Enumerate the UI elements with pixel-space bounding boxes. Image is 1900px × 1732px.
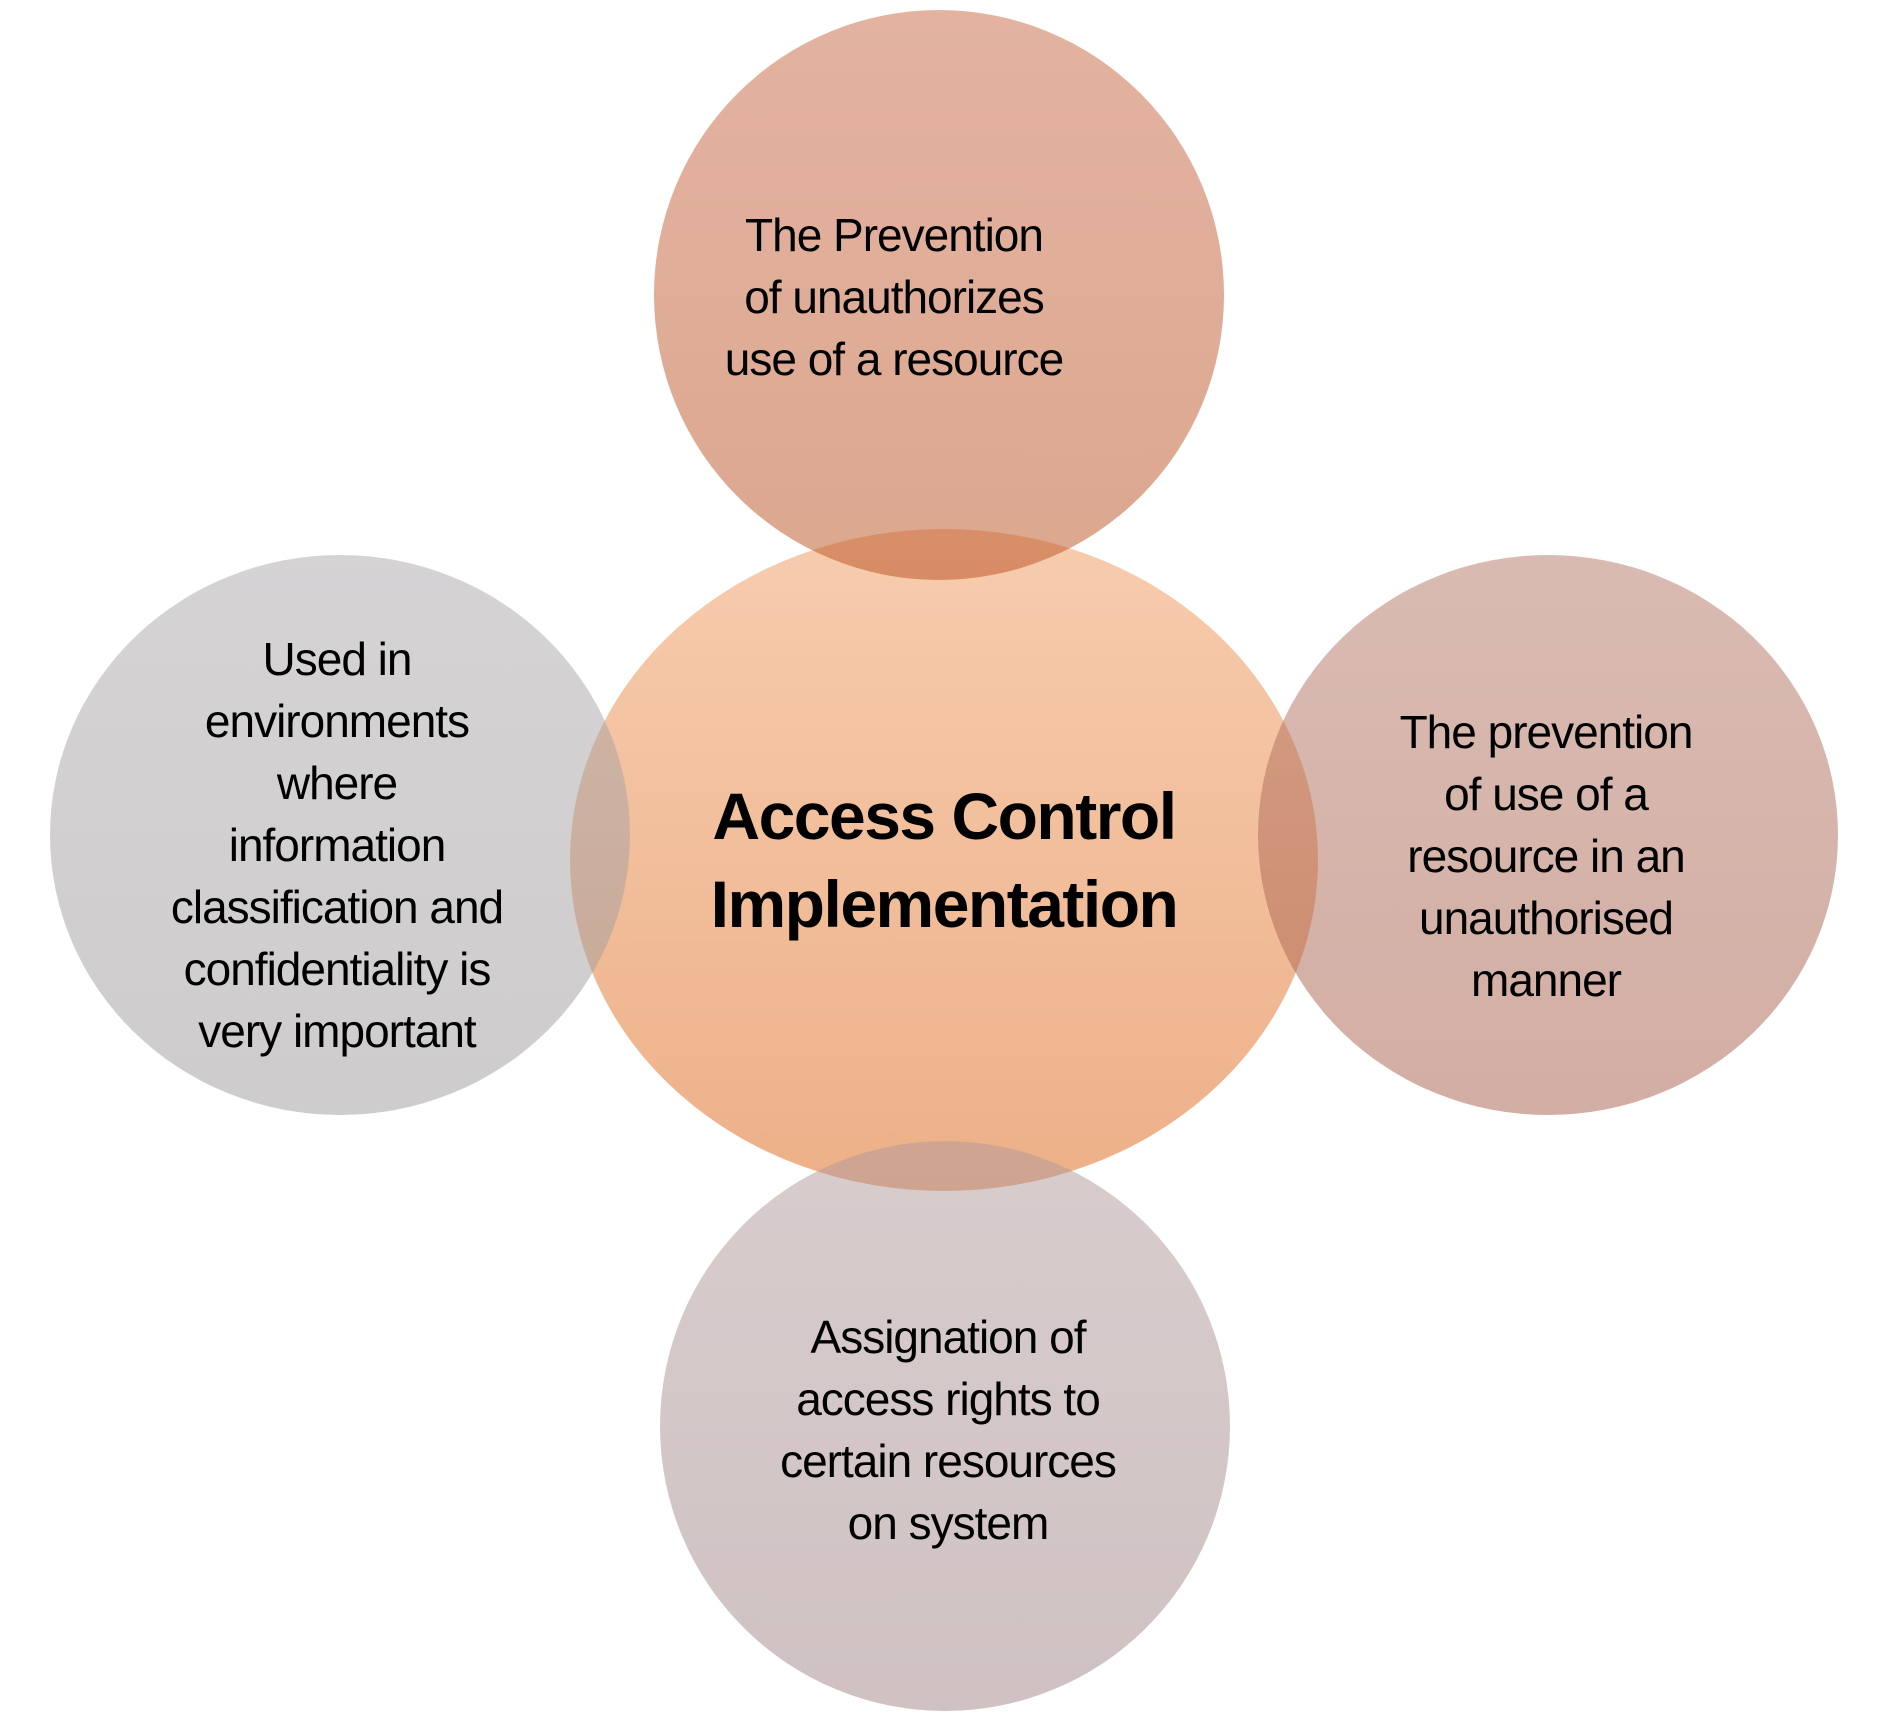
center-label: Access Control Implementation — [710, 779, 1179, 941]
bottom-circle — [660, 1141, 1230, 1711]
center-ellipse — [570, 529, 1318, 1191]
bottom-circle-label: Assignation of access rights to certain … — [780, 1311, 1117, 1549]
left-circle — [50, 555, 630, 1115]
top-circle — [654, 10, 1224, 580]
left-circle-label: Used in environments where information c… — [170, 633, 504, 1057]
right-circle — [1258, 555, 1838, 1115]
top-circle-label: The Prevention of unauthorizes use of a … — [724, 209, 1064, 385]
right-circle-label: The prevention of use of a resource in a… — [1399, 706, 1694, 1006]
